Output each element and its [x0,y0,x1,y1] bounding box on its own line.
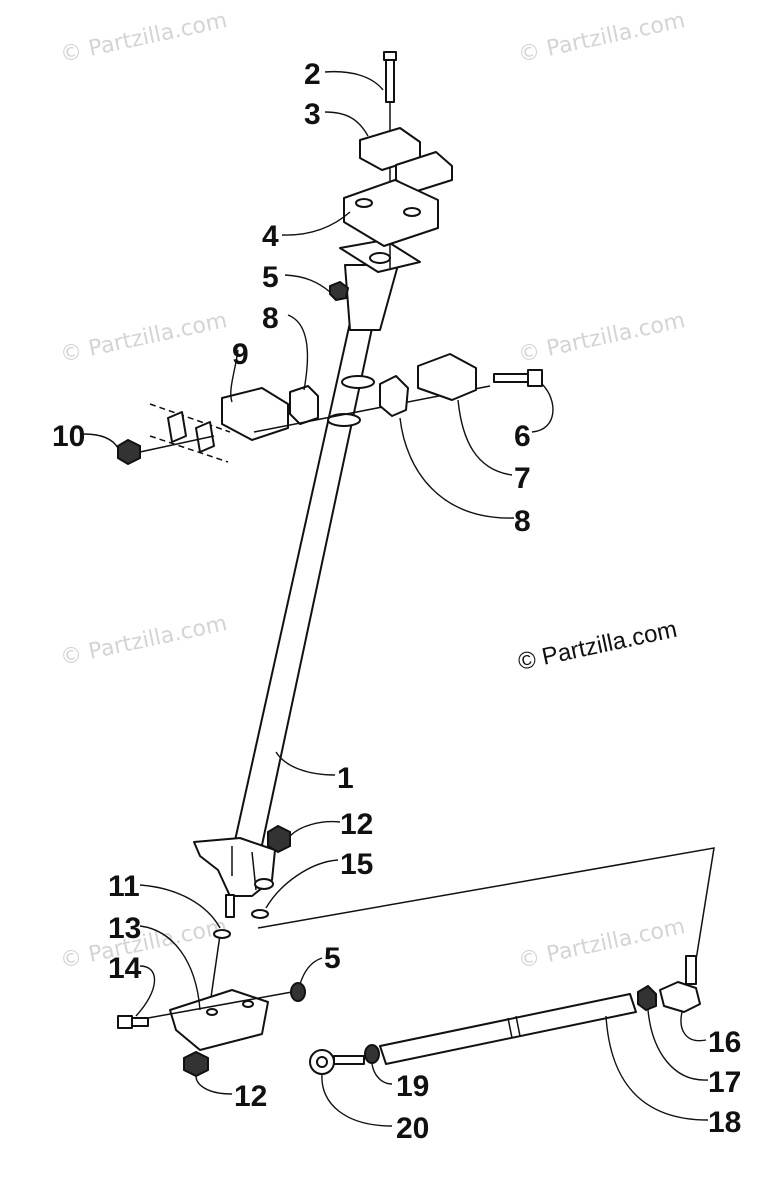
washer-11 [213,929,231,939]
bolt-6 [493,369,543,387]
bushing-8-right [379,375,409,417]
nut-12-upper [267,824,291,854]
callout-19: 19 [396,1070,429,1103]
bracket-13 [147,989,293,1051]
tie-rod-end-16 [659,955,701,1013]
copyright-text: © Partzilla.com [516,616,680,676]
callout-11: 11 [108,870,140,903]
callouts: 2 3 4 5 8 9 10 6 7 8 1 12 15 11 13 5 14 … [52,58,741,1145]
callout-5: 5 [324,942,341,975]
callout-16: 16 [708,1026,741,1059]
jam-nut-19 [364,1044,380,1064]
watermark-text: © Partzilla.com [516,8,687,68]
callout-7: 7 [514,462,531,495]
callout-1: 1 [337,762,354,795]
nut-12-lower [183,1050,209,1078]
watermark-text: © Partzilla.com [58,8,229,68]
watermark-text: © Partzilla.com [516,308,687,368]
callout-3: 3 [304,98,321,131]
callout-6: 6 [514,420,531,453]
watermark-text: © Partzilla.com [516,914,687,974]
clamp-block-7 [417,353,477,401]
watermark-text: © Partzilla.com [58,914,229,974]
clamp-block-4 [343,179,439,247]
callout-15: 15 [340,848,373,881]
watermark-text: © Partzilla.com [58,308,229,368]
callout-12: 12 [234,1080,267,1113]
callout-8: 8 [514,505,531,538]
mount-block-9 [221,385,319,441]
steering-shaft [193,239,421,1026]
handlebar-stub [149,403,231,463]
clamp-block-3 [359,127,453,193]
callout-8: 8 [262,302,279,335]
callout-10: 10 [52,420,85,453]
tie-rod-18 [379,993,637,1065]
callout-2: 2 [304,58,321,91]
callout-4: 4 [262,220,279,253]
bolt-14 [117,1015,149,1029]
callout-12: 12 [340,808,373,841]
nut-5-lower [290,982,306,1002]
callout-5: 5 [262,261,279,294]
callout-13: 13 [108,912,141,945]
nut-10 [117,435,215,466]
watermark-text: © Partzilla.com [58,611,229,671]
leader-lines [83,70,709,1127]
callout-14: 14 [108,952,142,985]
callout-9: 9 [232,338,249,371]
callout-18: 18 [708,1106,741,1139]
callout-17: 17 [708,1066,741,1099]
callout-20: 20 [396,1112,429,1145]
tie-rod-end-20 [309,1049,365,1075]
nut-5-upper [329,280,350,302]
washer-15 [251,909,269,919]
jam-nut-17 [637,984,657,1012]
